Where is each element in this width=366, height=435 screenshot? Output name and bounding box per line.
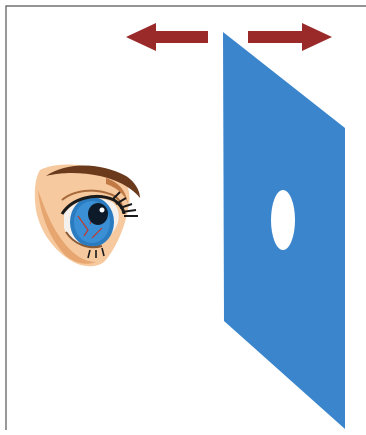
eye-icon <box>35 165 140 267</box>
pinhole-icon <box>271 190 295 250</box>
arrow-right-icon <box>248 23 332 51</box>
arrow-left-icon <box>126 23 208 51</box>
